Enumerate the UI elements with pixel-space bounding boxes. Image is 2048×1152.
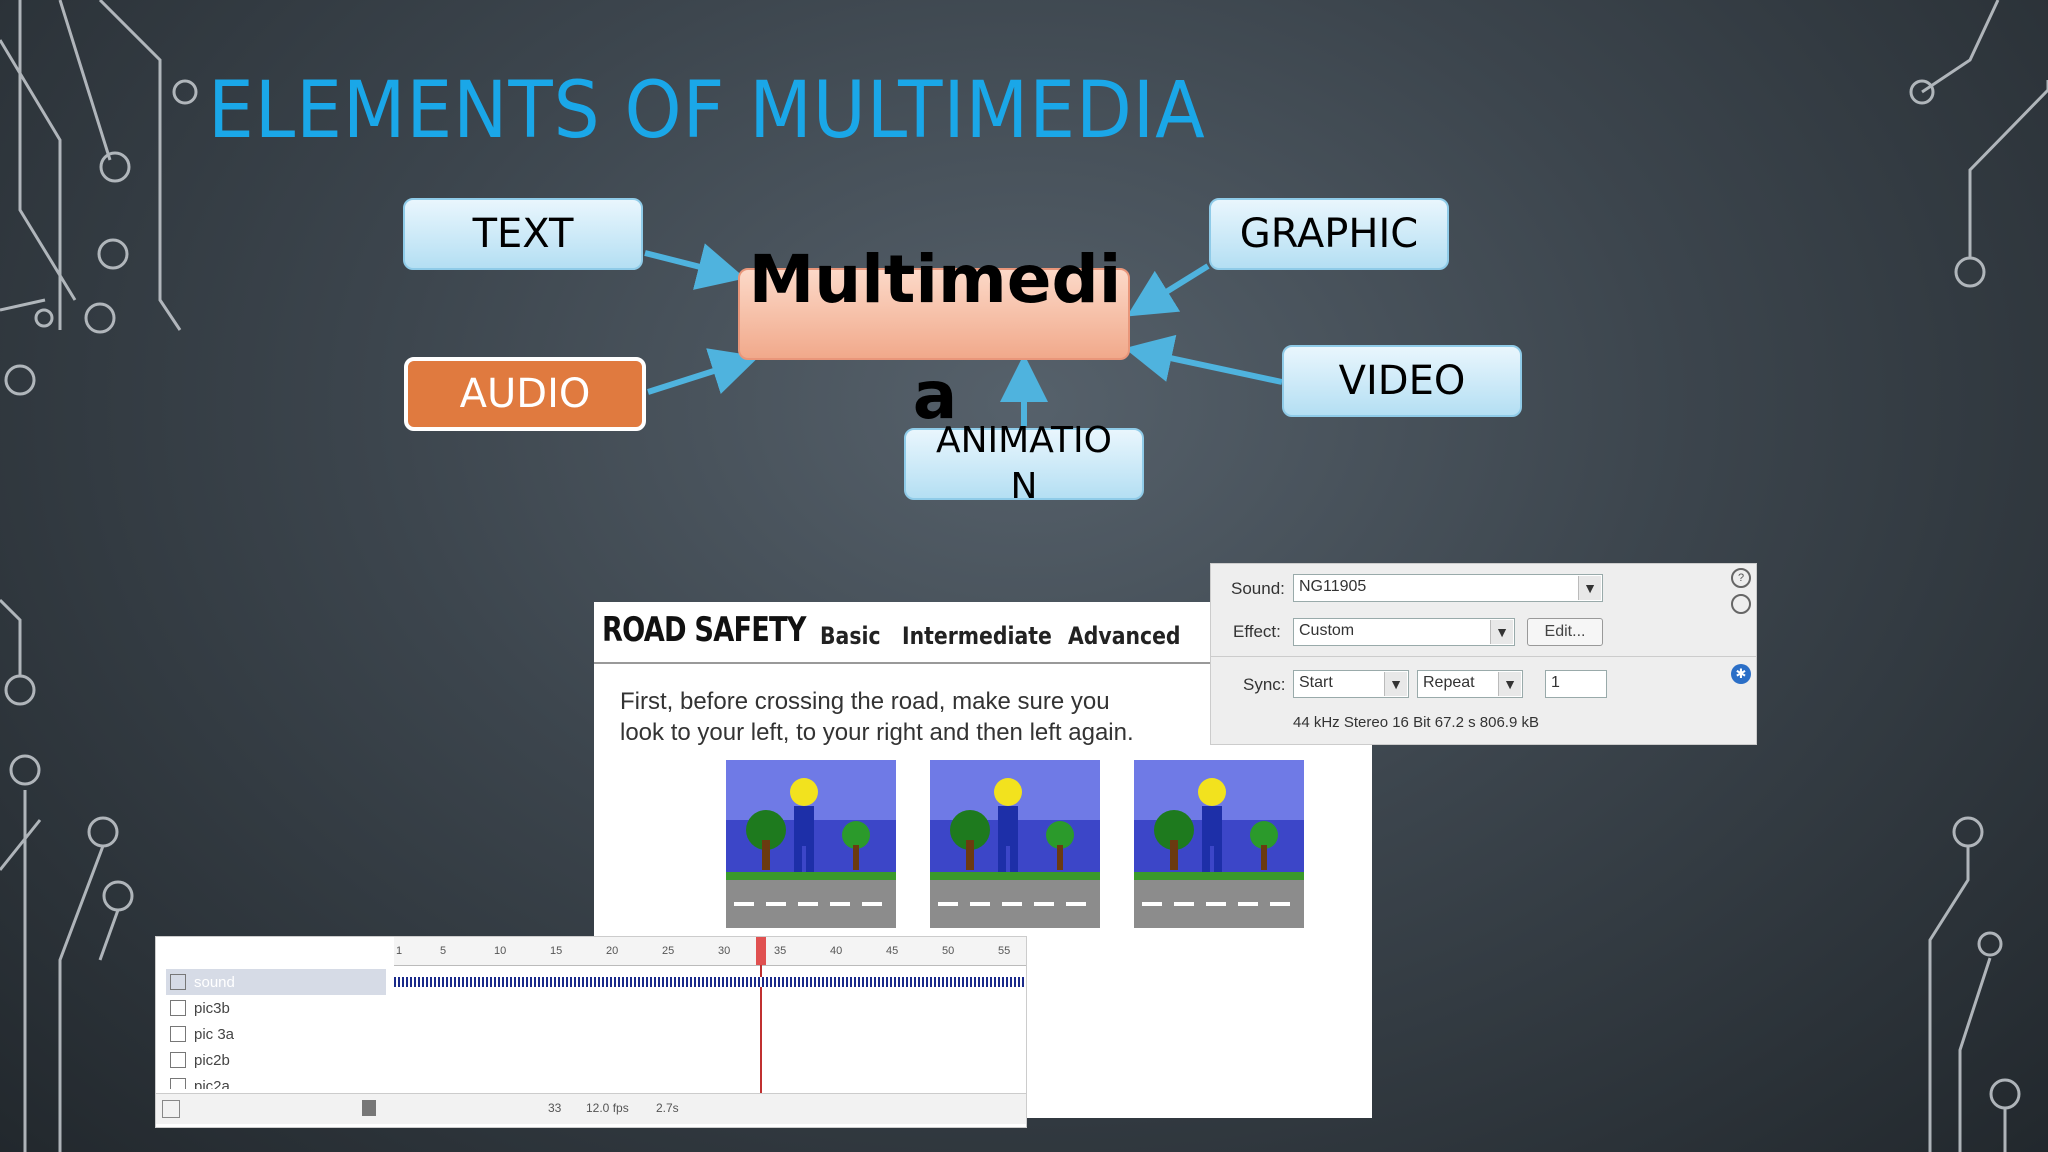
node-animation-label: ANIMATION — [935, 420, 1112, 507]
frame-tick: 35 — [774, 945, 787, 957]
playhead-line — [760, 965, 762, 1095]
road-scene-image-3 — [1134, 760, 1304, 928]
node-text: TEXT — [403, 198, 643, 270]
arrow-graphic — [1126, 263, 1210, 317]
node-audio-label: AUDIO — [459, 371, 591, 417]
effect-select[interactable]: Custom ▼ — [1293, 618, 1515, 646]
node-multimedia-label: Multimedia — [748, 241, 1122, 434]
tab-advanced[interactable]: Advanced — [1068, 622, 1181, 650]
layer-row[interactable]: pic3b — [166, 995, 386, 1021]
frame-tick: 55 — [998, 945, 1011, 957]
sync-select[interactable]: Start ▼ — [1293, 670, 1409, 698]
chevron-down-icon[interactable]: ▼ — [1578, 576, 1601, 600]
repeat-select-value: Repeat — [1423, 674, 1475, 691]
road-safety-title: ROAD SAFETY — [602, 610, 806, 650]
add-layer-icon[interactable] — [162, 1100, 180, 1118]
frame-tick: 5 — [440, 945, 447, 957]
sound-label: Sound: — [1231, 579, 1285, 598]
timeline-panel: 1 5 10 15 20 25 30 35 40 45 50 55 sound … — [155, 936, 1027, 1128]
node-text-label: TEXT — [472, 211, 574, 257]
layer-icon — [170, 974, 186, 990]
timeline-status-bar: 33 12.0 fps 2.7s — [156, 1093, 1026, 1124]
help-icon[interactable]: ? — [1731, 568, 1751, 588]
slide-title: ELEMENTS OF MULTIMEDIA — [208, 66, 1206, 156]
repeat-count-input[interactable]: 1 — [1545, 670, 1607, 698]
road-scene-image-1 — [726, 760, 896, 928]
tab-intermediate[interactable]: Intermediate — [902, 622, 1052, 650]
tab-basic[interactable]: Basic — [820, 622, 881, 650]
elapsed-time: 2.7s — [656, 1101, 679, 1115]
frame-tick: 15 — [550, 945, 563, 957]
sync-label: Sync: — [1243, 675, 1286, 694]
layer-row[interactable]: pic 3a — [166, 1021, 386, 1047]
audio-waveform — [394, 977, 1024, 987]
arrow-text — [644, 243, 746, 290]
trash-icon[interactable] — [362, 1100, 376, 1116]
sound-select-value: NG11905 — [1299, 578, 1367, 595]
layer-icon — [170, 1052, 186, 1068]
node-video: VIDEO — [1282, 345, 1522, 417]
node-multimedia — [738, 268, 1130, 360]
node-video-label: VIDEO — [1338, 358, 1466, 404]
road-safety-header: ROAD SAFETY Basic Intermediate Advanced — [594, 602, 1372, 664]
node-graphic: GRAPHIC — [1209, 198, 1449, 270]
edit-button[interactable]: Edit... — [1527, 618, 1603, 646]
layer-row[interactable]: pic2b — [166, 1047, 386, 1073]
panel-divider — [1211, 656, 1756, 657]
effect-select-value: Custom — [1299, 622, 1355, 639]
sound-select[interactable]: NG11905 ▼ — [1293, 574, 1603, 602]
sound-info: 44 kHz Stereo 16 Bit 67.2 s 806.9 kB — [1293, 714, 1539, 731]
layer-name: pic2a — [194, 1078, 230, 1089]
playhead[interactable] — [756, 937, 766, 965]
layer-icon — [170, 1078, 186, 1089]
chevron-down-icon[interactable]: ▼ — [1490, 620, 1513, 644]
node-audio: AUDIO — [404, 357, 646, 431]
node-graphic-label: GRAPHIC — [1239, 211, 1419, 257]
layer-name: pic 3a — [194, 1026, 235, 1043]
layer-name: pic3b — [194, 1000, 230, 1017]
frame-tick: 25 — [662, 945, 675, 957]
layer-icon — [170, 1000, 186, 1016]
arrow-video — [1124, 334, 1283, 385]
timeline-ruler — [394, 937, 1026, 966]
sync-select-value: Start — [1299, 674, 1333, 691]
frame-tick: 50 — [942, 945, 955, 957]
fps-display[interactable]: 12.0 fps — [586, 1101, 629, 1115]
frame-tick: 40 — [830, 945, 843, 957]
chevron-down-icon[interactable]: ▼ — [1498, 672, 1521, 696]
layer-name: sound — [194, 974, 235, 991]
road-safety-instructions: First, before crossing the road, make su… — [620, 688, 1134, 746]
frame-tick: 10 — [494, 945, 507, 957]
accessibility-icon[interactable]: ✱ — [1731, 664, 1751, 684]
layer-name: pic2b — [194, 1052, 230, 1069]
frame-tick: 45 — [886, 945, 899, 957]
layer-row[interactable]: pic2a — [166, 1073, 386, 1089]
layer-icon — [170, 1026, 186, 1042]
sound-properties-panel: Sound: NG11905 ▼ Effect: Custom ▼ Edit..… — [1210, 563, 1757, 745]
frame-tick: 30 — [718, 945, 731, 957]
road-scene-image-2 — [930, 760, 1100, 928]
settings-icon[interactable] — [1731, 594, 1751, 614]
chevron-down-icon[interactable]: ▼ — [1384, 672, 1407, 696]
arrow-audio — [647, 348, 760, 395]
node-animation: ANIMATION — [904, 420, 1144, 507]
frame-tick: 20 — [606, 945, 619, 957]
current-frame: 33 — [548, 1101, 562, 1115]
repeat-select[interactable]: Repeat ▼ — [1417, 670, 1523, 698]
effect-label: Effect: — [1233, 622, 1281, 641]
frame-tick: 1 — [396, 945, 403, 957]
layer-row[interactable]: sound — [166, 969, 386, 995]
